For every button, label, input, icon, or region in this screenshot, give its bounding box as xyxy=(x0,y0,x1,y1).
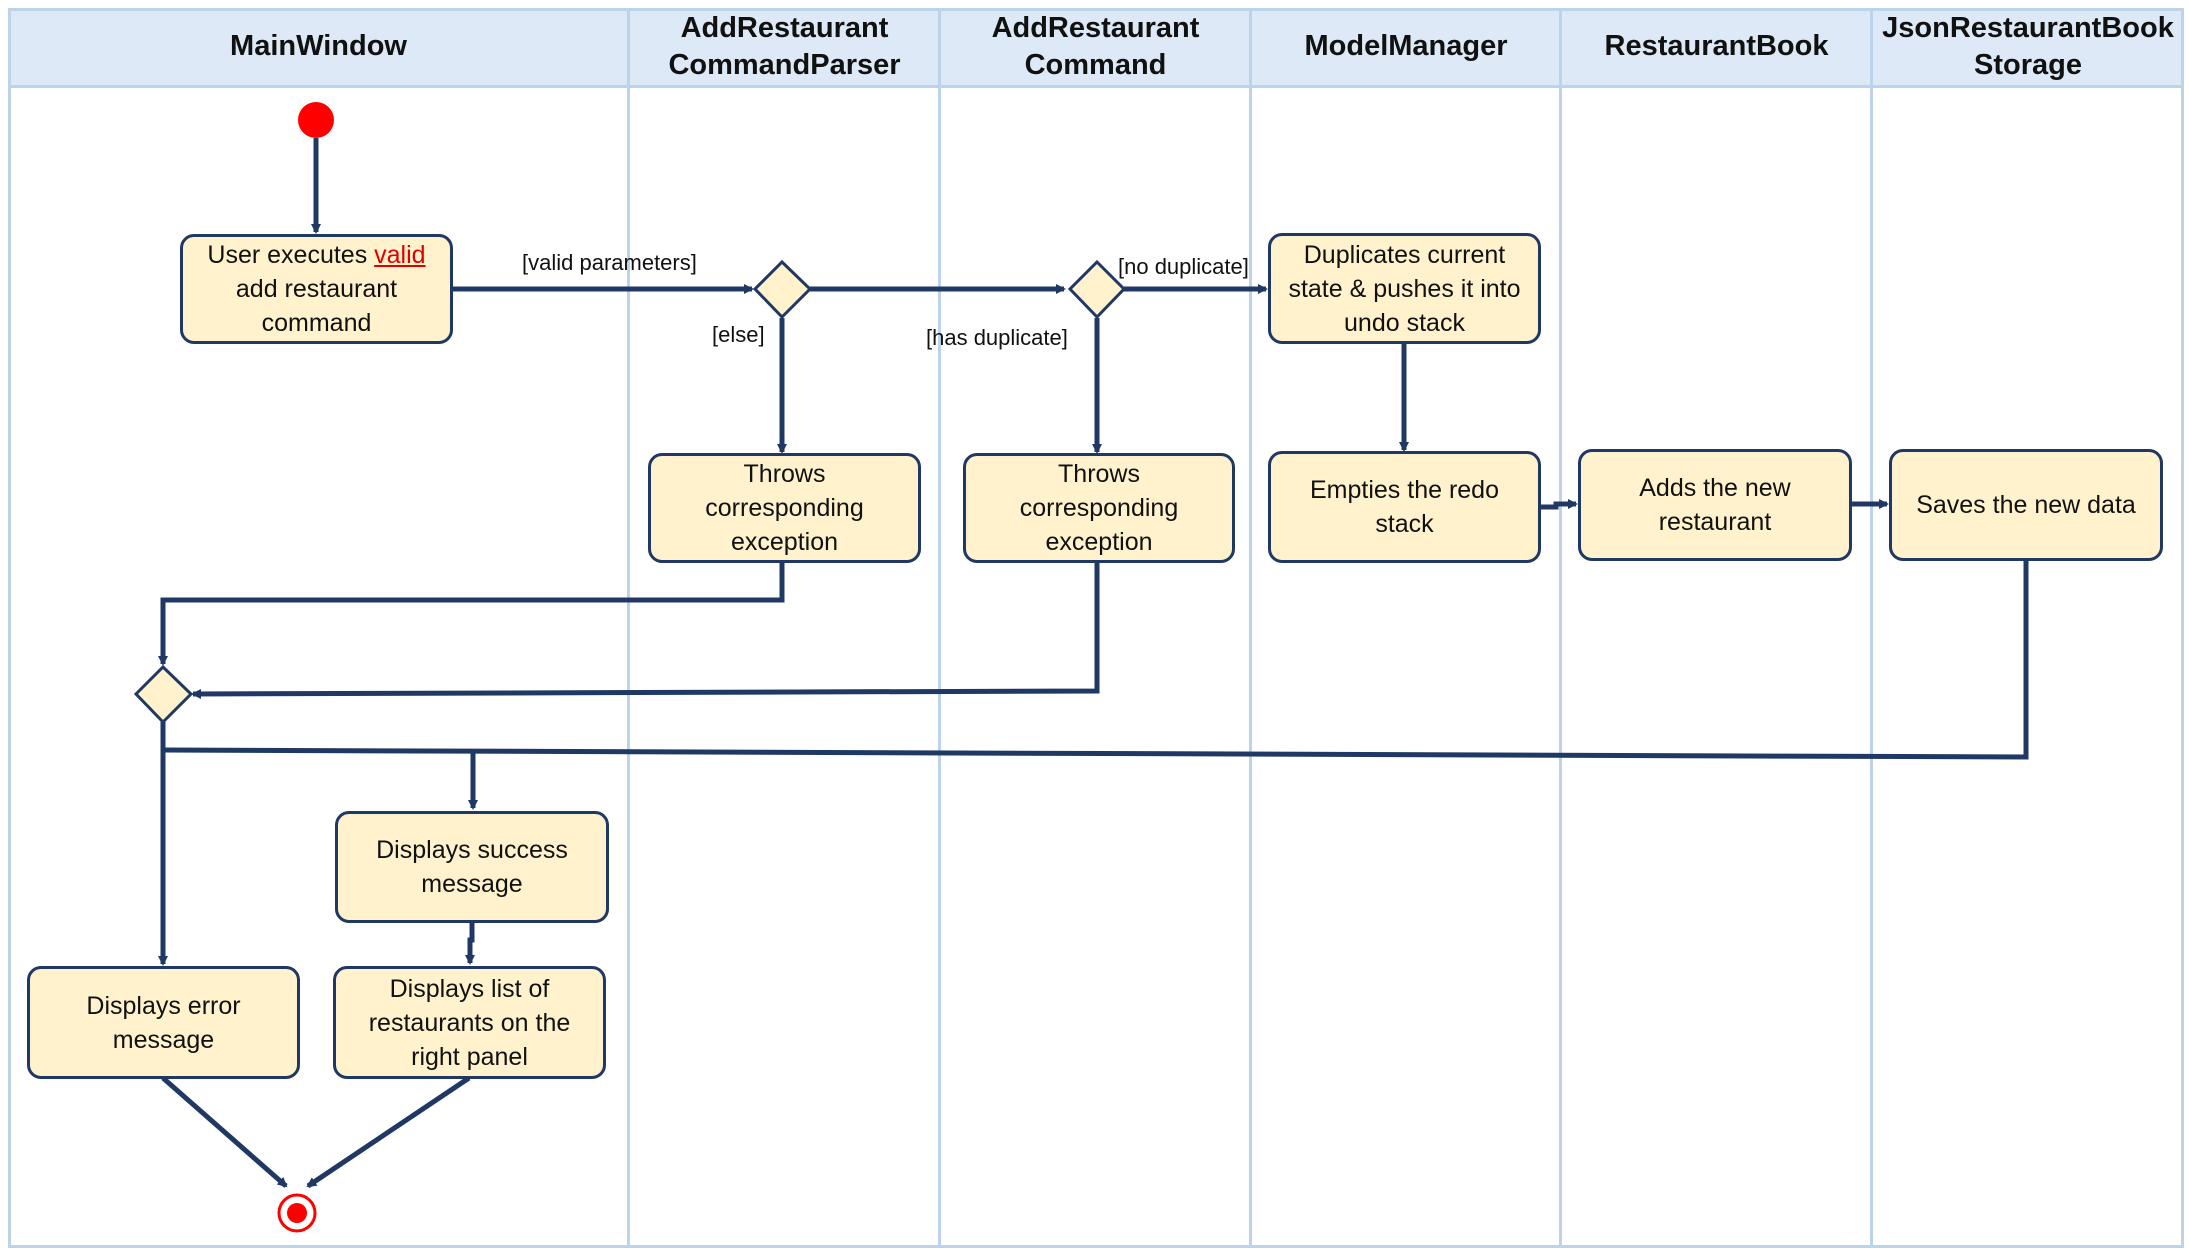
activity-empties-redo: Empties the redo stack xyxy=(1268,451,1541,563)
lane-divider xyxy=(1249,8,1252,1248)
activity-list-restaurants: Displays list of restaurants on the righ… xyxy=(333,966,606,1079)
arrow-to-adds-restaurant xyxy=(1540,499,1578,510)
start-node xyxy=(298,102,334,138)
activity-adds-restaurant: Adds the new restaurant xyxy=(1578,449,1852,561)
guard-valid-parameters: [valid parameters] xyxy=(522,250,697,275)
lane-header-parser: AddRestaurant CommandParser xyxy=(629,8,940,88)
lane-divider xyxy=(1870,8,1873,1248)
arrow-command-exception-merge xyxy=(191,562,1100,699)
arrow-list-to-end xyxy=(306,1075,471,1189)
activity-throws-parser-exception: Throws corresponding exception xyxy=(648,453,921,563)
lane-header-command: AddRestaurant Command xyxy=(940,8,1251,88)
arrow-storage-return xyxy=(162,560,2029,760)
guard-no-duplicate: [no duplicate] xyxy=(1118,254,1249,279)
decision-valid-parameters xyxy=(752,259,813,320)
valid-highlight: valid xyxy=(374,241,426,269)
arrow-parser-exception-merge xyxy=(158,562,785,666)
activity-throws-command-exception: Throws corresponding exception xyxy=(963,453,1235,563)
lane-divider xyxy=(1559,8,1562,1248)
activity-duplicates-state: Duplicates current state & pushes it int… xyxy=(1268,233,1541,344)
merge-node xyxy=(133,664,194,725)
lane-divider xyxy=(938,8,941,1248)
activity-saves-data: Saves the new data xyxy=(1889,449,2163,561)
lane-header-storage: JsonRestaurantBook Storage xyxy=(1872,8,2184,88)
lane-divider xyxy=(627,8,630,1248)
arrow-to-list-restaurants xyxy=(465,922,475,965)
decision-duplicate xyxy=(1067,259,1127,320)
end-node-core xyxy=(287,1203,307,1223)
lane-header-modelmanager: ModelManager xyxy=(1251,8,1561,88)
activity-error-message: Displays error message xyxy=(27,966,300,1079)
guard-else: [else] xyxy=(712,322,765,347)
activity-success-message: Displays success message xyxy=(335,811,609,923)
lane-header-restaurantbook: RestaurantBook xyxy=(1561,8,1872,88)
activity-user-executes: User executes valid add restaurant comma… xyxy=(180,234,453,344)
lane-header-mainwindow: MainWindow xyxy=(8,8,629,88)
guard-has-duplicate: [has duplicate] xyxy=(926,325,1068,350)
diagram-frame xyxy=(8,8,2184,1248)
arrow-error-to-end xyxy=(161,1076,288,1188)
